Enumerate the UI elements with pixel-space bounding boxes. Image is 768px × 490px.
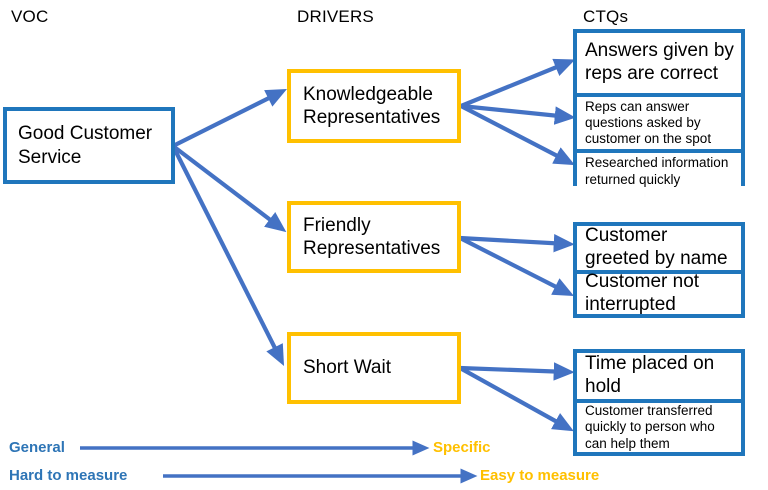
arrow-driver-3-to-ctq-3-1	[459, 362, 575, 381]
legend-label-general: General	[9, 439, 65, 456]
ctq-group-friendly-representatives: Customer greeted by name Customer not in…	[573, 222, 745, 318]
arrow-driver-2-to-ctq-2-2	[459, 236, 574, 297]
ctq-box-reps-can-answer-questions[interactable]: Reps can answer questions asked by custo…	[577, 93, 741, 149]
ctq-box-label: Customer transferred quickly to person w…	[585, 403, 715, 451]
ctq-box-customer-greeted-by-name[interactable]: Customer greeted by name	[577, 225, 741, 270]
ctq-box-researched-information-returned-quickly[interactable]: Researched information returned quickly	[577, 149, 741, 190]
legend-row-hard-easy-measure: Hard to measure Easy to measure	[0, 466, 768, 486]
legend-label-hard-to-measure: Hard to measure	[9, 467, 128, 484]
ctq-box-label: Answers given by reps are correct	[585, 40, 734, 84]
ctq-box-time-placed-on-hold[interactable]: Time placed on hold	[577, 353, 741, 399]
driver-box-label: Short Wait	[303, 357, 391, 379]
arrow-voc-to-driver-3	[171, 145, 285, 366]
voc-box-label: Good Customer Service	[18, 123, 153, 168]
ctq-box-label: Customer greeted by name	[585, 225, 728, 269]
ctq-box-label: Reps can answer questions asked by custo…	[585, 98, 712, 147]
arrow-voc-to-driver-2	[171, 144, 287, 233]
arrow-driver-2-to-ctq-2-1	[459, 233, 575, 253]
column-header-voc: VOC	[11, 7, 49, 26]
legend-row-general-specific: General Specific	[0, 438, 768, 458]
column-header-drivers: DRIVERS	[297, 7, 374, 26]
column-header-ctqs: CTQs	[583, 7, 629, 26]
arrow-driver-1-to-ctq-1-1	[460, 58, 576, 108]
driver-box-short-wait[interactable]: Short Wait	[287, 332, 461, 404]
voc-box[interactable]: Good Customer Service	[3, 107, 175, 184]
arrow-driver-1-to-ctq-1-3	[460, 104, 575, 166]
ctq-box-answers-given-by-reps-are-correct[interactable]: Answers given by reps are correct	[577, 33, 741, 93]
ctq-group-short-wait: Time placed on hold Customer transferred…	[573, 349, 745, 456]
ctq-box-customer-transferred-quickly[interactable]: Customer transferred quickly to person w…	[577, 399, 741, 452]
driver-box-label: Knowledgeable Representatives	[303, 83, 441, 128]
arrow-driver-1-to-ctq-1-2	[460, 103, 576, 125]
ctq-box-label: Researched information returned quickly	[585, 155, 729, 187]
arrow-voc-to-driver-1	[172, 88, 288, 148]
driver-box-knowledgeable-representatives[interactable]: Knowledgeable Representatives	[287, 69, 461, 143]
ctq-group-knowledgeable-representatives: Answers given by reps are correct Reps c…	[573, 29, 745, 190]
legend-label-specific: Specific	[433, 439, 491, 456]
ctq-box-customer-not-interrupted[interactable]: Customer not interrupted	[577, 270, 741, 315]
driver-box-label: Friendly Representatives	[303, 214, 441, 259]
ctq-box-label: Customer not interrupted	[585, 271, 700, 315]
legend-label-easy-to-measure: Easy to measure	[480, 467, 600, 484]
arrow-driver-3-to-ctq-3-2	[458, 366, 574, 432]
ctq-box-label: Time placed on hold	[585, 353, 715, 397]
driver-box-friendly-representatives[interactable]: Friendly Representatives	[287, 201, 461, 273]
